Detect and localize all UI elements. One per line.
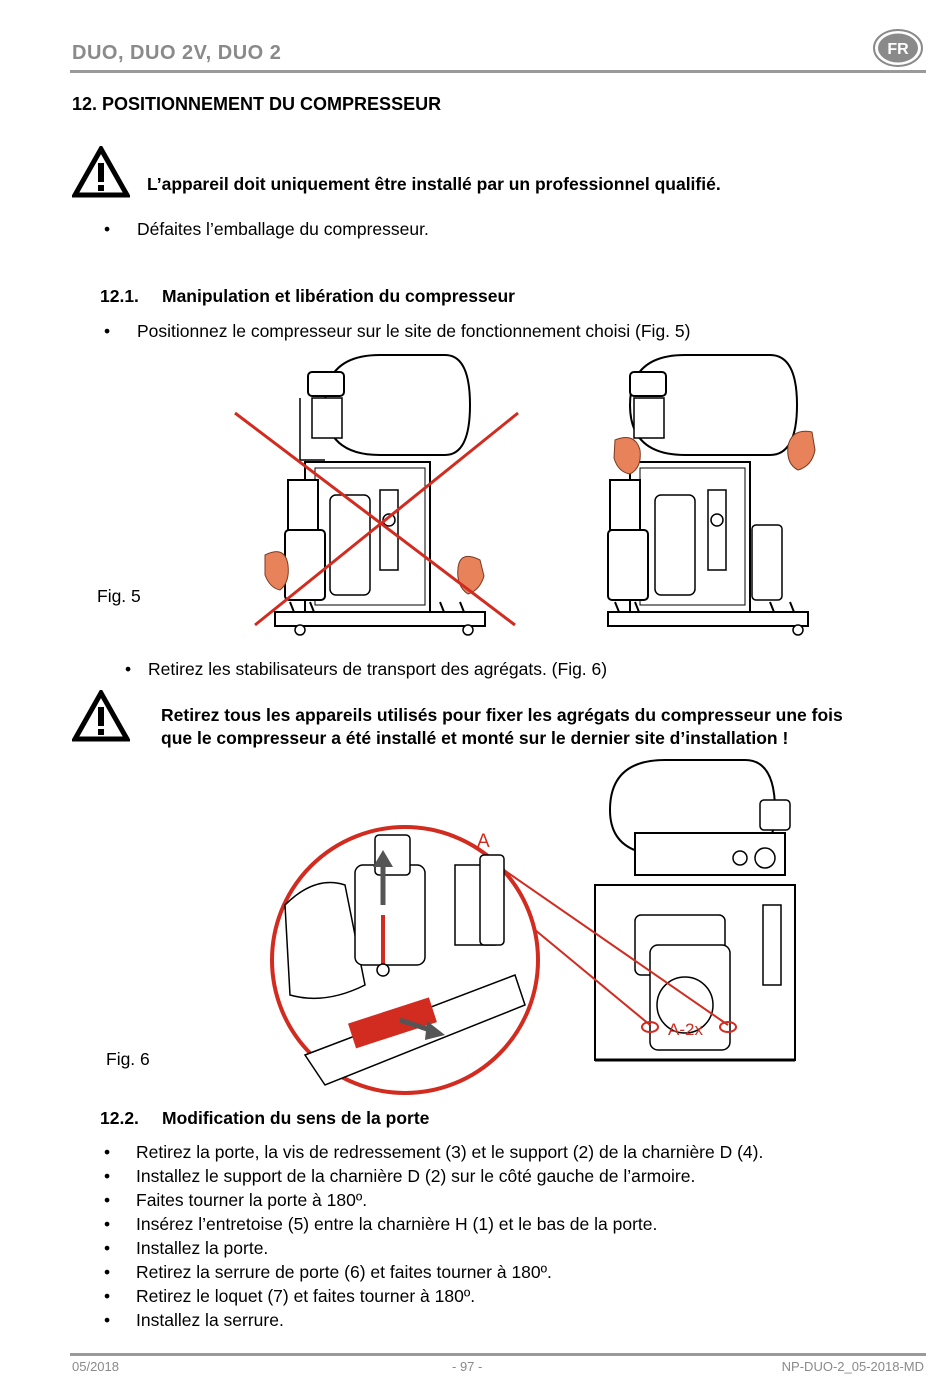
section-12-2-title: Modification du sens de la porte xyxy=(162,1108,430,1128)
unpack-instruction: Défaites l’emballage du compresseur. xyxy=(137,219,429,239)
list-item: Retirez le loquet (7) et faites tourner … xyxy=(100,1284,763,1308)
correct-lift-illustration xyxy=(600,350,820,640)
stabilizer-removal-illustration: A-2x A xyxy=(265,755,805,1100)
list-item: Installez le support de la charnière D (… xyxy=(100,1164,763,1188)
section-12-number: 12. xyxy=(72,94,98,114)
figure-5-caption: Fig. 5 xyxy=(97,586,141,606)
section-12-1-title: Manipulation et libération du compresseu… xyxy=(162,286,515,306)
footer-document-reference: NP-DUO-2_05-2018-MD xyxy=(781,1359,924,1374)
footer-date: 05/2018 xyxy=(72,1359,119,1374)
header-divider xyxy=(70,70,926,73)
section-12-heading: 12. POSITIONNEMENT DU COMPRESSEUR xyxy=(72,94,441,115)
warning-triangle-icon xyxy=(70,143,132,198)
language-badge: FR xyxy=(872,28,924,68)
door-reversal-steps-list: Retirez la porte, la vis de redressement… xyxy=(100,1140,763,1332)
stabilizer-warning-line-2: que le compresseur a été installé et mon… xyxy=(161,728,789,748)
list-item: Retirez la porte, la vis de redressement… xyxy=(100,1140,763,1164)
list-item: Retirez la serrure de porte (6) et faite… xyxy=(100,1260,763,1284)
section-12-2-number: 12.2. xyxy=(100,1108,139,1128)
figure-6-caption: Fig. 6 xyxy=(106,1049,150,1069)
footer-page-number: - 97 - xyxy=(452,1359,483,1374)
document-header-title: DUO, DUO 2V, DUO 2 xyxy=(72,42,282,64)
bullet-dot: • xyxy=(125,659,132,679)
positioning-instruction: Positionnez le compresseur sur le site d… xyxy=(137,321,691,341)
callout-a-label: A xyxy=(477,831,490,852)
language-badge-label: FR xyxy=(887,41,909,58)
list-item: Installez la porte. xyxy=(100,1236,763,1260)
remove-stabilizers-instruction: Retirez les stabilisateurs de transport … xyxy=(148,659,608,679)
stabilizer-warning-line-1: Retirez tous les appareils utilisés pour… xyxy=(161,705,843,725)
list-item: Insérez l’entretoise (5) entre la charni… xyxy=(100,1212,763,1236)
bullet-dot: • xyxy=(104,321,111,341)
incorrect-lift-illustration xyxy=(230,350,530,640)
list-item: Installez la serrure. xyxy=(100,1308,763,1332)
section-12-1-number: 12.1. xyxy=(100,286,139,306)
section-12-title: POSITIONNEMENT DU COMPRESSEUR xyxy=(102,94,442,114)
list-item: Faites tourner la porte à 180º. xyxy=(100,1188,763,1212)
warning-triangle-icon xyxy=(70,687,132,742)
footer-divider xyxy=(70,1353,926,1356)
callout-a2x-label: A-2x xyxy=(668,1020,703,1039)
installer-warning-text: L’appareil doit uniquement être installé… xyxy=(147,174,721,194)
bullet-dot: • xyxy=(104,219,111,239)
